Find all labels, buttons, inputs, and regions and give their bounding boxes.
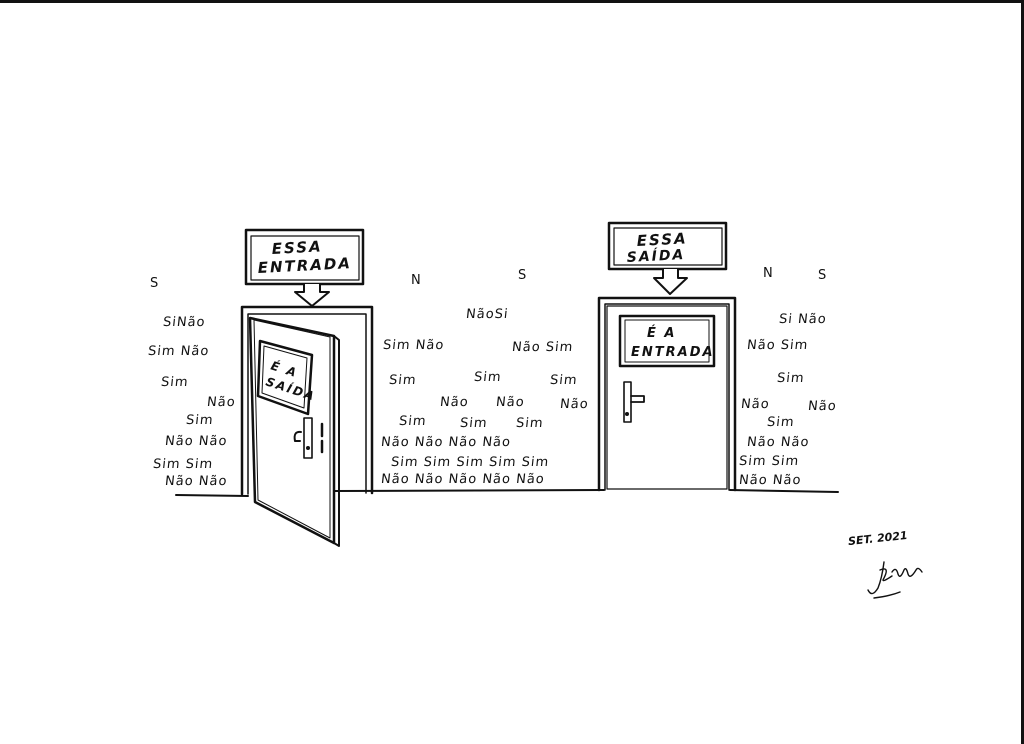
left-open-door — [248, 316, 340, 547]
wall-word: Sim — [160, 375, 190, 390]
scattered-letter: N — [411, 273, 421, 288]
wall-word: Não — [495, 395, 526, 410]
floor-line-right — [729, 489, 839, 493]
right-top-sign-line1: ESSA — [636, 229, 688, 250]
wall-word: Não — [439, 395, 470, 410]
artist-signature-icon — [867, 561, 923, 599]
wall-word: Si Não — [778, 312, 828, 327]
wall-word: SiNão — [162, 315, 207, 330]
wall-word: Não — [559, 397, 590, 412]
wall-word: Sim — [473, 370, 503, 385]
wall-word: Sim — [549, 373, 579, 388]
wall-word: Não Não — [746, 435, 811, 450]
wall-word: Não Não Não Não — [380, 435, 512, 450]
wall-word: NãoSi — [465, 307, 510, 322]
floor-line-middle — [332, 489, 605, 492]
wall-word: Sim Não — [147, 344, 211, 359]
wall-word: Sim — [459, 416, 489, 431]
wall-word: Sim — [185, 413, 215, 428]
wall-word: Não — [807, 399, 838, 414]
wall-word: Sim — [515, 416, 545, 431]
wall-word: Sim Sim Sim Sim Sim — [390, 455, 550, 470]
wall-word: Sim — [776, 371, 806, 386]
right-door-sign-line1: É A — [647, 325, 676, 341]
right-top-sign-line2: SAÍDA — [626, 246, 685, 266]
wall-word: Sim Sim — [152, 457, 214, 472]
left-door-frame — [240, 305, 374, 496]
wall-word: Não Sim — [511, 340, 575, 355]
wall-word: Sim — [766, 415, 796, 430]
wall-word: Sim Não — [382, 338, 446, 353]
wall-word: Não Sim — [746, 338, 810, 353]
scattered-letter: S — [518, 268, 527, 283]
wall-word: Não Não — [164, 474, 229, 489]
scattered-letter: S — [818, 268, 827, 283]
right-door-frame — [597, 296, 737, 492]
wall-word: Sim Sim — [738, 454, 800, 469]
left-top-sign — [244, 228, 365, 307]
wall-word: Não — [206, 395, 237, 410]
wall-word: Sim — [388, 373, 418, 388]
wall-word: Sim — [398, 414, 428, 429]
wall-word: Não — [740, 397, 771, 412]
wall-word: Não Não Não Não Não — [380, 472, 546, 487]
left-top-sign-line1: ESSA — [271, 237, 323, 258]
right-top-sign — [607, 221, 728, 295]
right-door-sign-line2: ENTRADA — [631, 345, 715, 360]
left-top-sign-line2: ENTRADA — [257, 254, 352, 277]
wall-word: Não Não — [164, 434, 229, 449]
scattered-letter: S — [150, 276, 159, 291]
right-closed-door — [606, 305, 728, 490]
scattered-letter: N — [763, 266, 773, 281]
floor-line-left — [175, 494, 249, 497]
wall-word: Não Não — [738, 473, 803, 488]
